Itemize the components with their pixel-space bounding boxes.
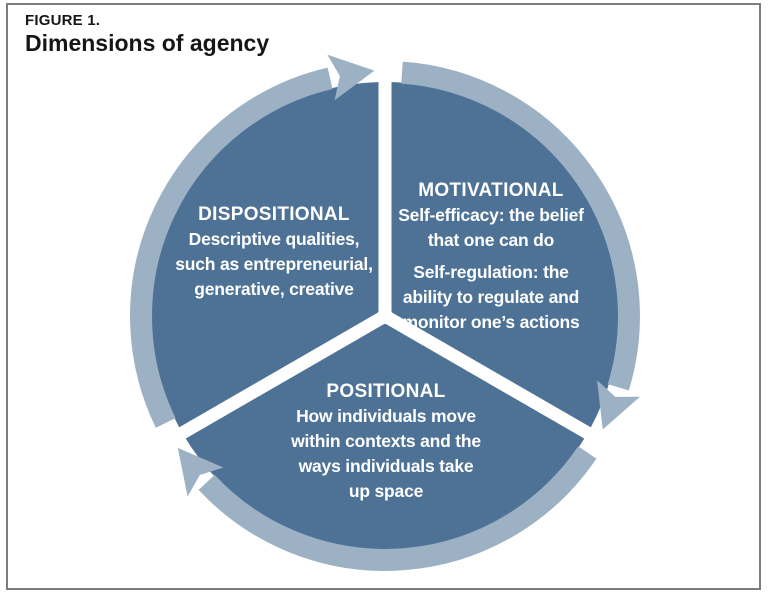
sector-dividers <box>157 57 613 452</box>
section-dispositional-heading: DISPOSITIONAL <box>198 204 350 225</box>
section-positional-heading: POSITIONAL <box>326 381 446 402</box>
section-dispositional: DISPOSITIONAL Descriptive qualities, suc… <box>175 202 373 302</box>
figure-title: Dimensions of agency <box>25 30 270 56</box>
section-motivational-body-2: Self-regulation: the ability to regulate… <box>402 262 580 332</box>
cycle-segment-bottom <box>177 446 597 571</box>
cycle-arrowhead-icon <box>327 54 375 101</box>
section-dispositional-body: Descriptive qualities, such as entrepren… <box>175 229 373 299</box>
cycle-arc <box>130 67 333 428</box>
cycle-arc <box>401 61 640 391</box>
cycle-arc <box>198 446 597 571</box>
sector-divider-bottom-right <box>381 310 613 452</box>
cycle-segment-right <box>401 61 641 430</box>
section-positional-body: How individuals move within contexts and… <box>291 406 481 501</box>
cycle-segment-left <box>130 54 375 428</box>
section-motivational: MOTIVATIONAL Self-efficacy: the belief t… <box>398 178 584 335</box>
sector-divider-bottom-left <box>157 310 389 452</box>
section-motivational-body-1: Self-efficacy: the belief that one can d… <box>398 205 584 250</box>
divider-hub <box>377 308 393 324</box>
section-motivational-heading: MOTIVATIONAL <box>418 180 564 201</box>
figure-header: FIGURE 1. Dimensions of agency <box>25 12 269 56</box>
figure-label: FIGURE 1. <box>25 12 101 29</box>
cycle-arrowhead-icon <box>597 380 641 430</box>
cycle-arrowhead-icon <box>177 447 224 497</box>
section-positional: POSITIONAL How individuals move within c… <box>291 379 481 504</box>
